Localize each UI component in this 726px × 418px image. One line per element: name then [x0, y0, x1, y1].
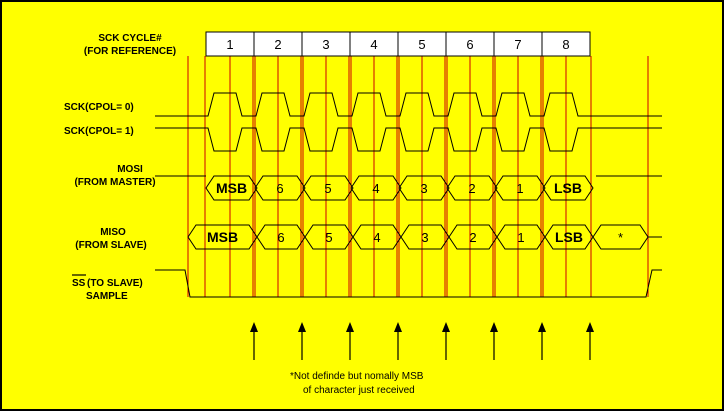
- sample-arrows: [250, 322, 594, 360]
- sck-cpol0-label: SCK(CPOL= 0): [64, 102, 134, 113]
- cycle-number: 4: [370, 37, 377, 52]
- sck-cpol1-label: SCK(CPOL= 1): [64, 126, 134, 137]
- sample-arrow-head: [346, 322, 354, 332]
- sample-arrow-head: [442, 322, 450, 332]
- mosi-bit-cell: [446, 175, 498, 201]
- miso-bit-cell-label: 6: [277, 230, 284, 245]
- mosi-bit-cell: [398, 175, 450, 201]
- cycle-number: 7: [514, 37, 521, 52]
- cycle-number-table: 1 2 3 4 5 6 7 8: [205, 31, 591, 57]
- sample-arrow-head: [250, 322, 258, 332]
- to-slave-label: (TO SLAVE): [87, 278, 143, 289]
- sample-arrow-head: [298, 322, 306, 332]
- from-master-label: (FROM MASTER): [74, 177, 155, 188]
- sck-cpol1-wave: [155, 127, 662, 152]
- mosi-bit-cell: [302, 175, 354, 201]
- miso-bus: MSB 6 5 4 3 2 1 LSB *: [187, 224, 662, 250]
- mosi-bit-cell: [205, 175, 258, 201]
- mosi-bit-cell: [254, 175, 306, 201]
- miso-bit-cell-label: 2: [469, 230, 476, 245]
- miso-bit-cell-label: 3: [421, 230, 428, 245]
- note-line-2: of character just received: [303, 385, 415, 396]
- note-line-1: *Not definde but nomally MSB: [290, 371, 424, 382]
- sck-cpol0-wave: [155, 92, 662, 117]
- miso-bit-cell-label: 4: [373, 230, 380, 245]
- sck-waveforms: [155, 92, 662, 152]
- miso-bit-cell-label: 5: [325, 230, 332, 245]
- cycle-number: 2: [274, 37, 281, 52]
- sample-arrow-head: [490, 322, 498, 332]
- mosi-bit-cell-label: 2: [468, 181, 475, 196]
- sample-arrow-head: [538, 322, 546, 332]
- mosi-bit-cell: [494, 175, 546, 201]
- cycle-number: 8: [562, 37, 569, 52]
- sck-cycle-label: SCK CYCLE#: [98, 33, 162, 44]
- for-reference-label: (FOR REFERENCE): [84, 46, 176, 57]
- miso-label: MISO: [100, 227, 126, 238]
- mosi-bit-cell: [350, 175, 402, 201]
- ss-wave-line: [155, 269, 662, 298]
- mosi-bit-cell-label: 1: [516, 181, 523, 196]
- miso-bit-cell-label: LSB: [555, 229, 583, 245]
- mosi-bus: MSB 6 5 4 3 2 1 LSB: [155, 175, 662, 201]
- mosi-bit-cell-label: 6: [276, 181, 283, 196]
- mosi-bit-cell-label: 5: [324, 181, 331, 196]
- sample-arrow-head: [394, 322, 402, 332]
- mosi-bit-cell: [542, 175, 594, 201]
- ss-bar-label: SS: [72, 278, 86, 289]
- mosi-label: MOSI: [117, 164, 143, 175]
- cycle-number: 5: [418, 37, 425, 52]
- sample-label: SAMPLE: [86, 291, 128, 302]
- miso-bit-cell-label: MSB: [207, 229, 238, 245]
- sample-arrow-head: [586, 322, 594, 332]
- mosi-bit-cell-label: 3: [420, 181, 427, 196]
- cycle-number: 1: [226, 37, 233, 52]
- cycle-number: 3: [322, 37, 329, 52]
- miso-bit-cell-label: 1: [517, 230, 524, 245]
- cycle-number: 6: [466, 37, 473, 52]
- miso-bit-cell-label: *: [618, 230, 623, 245]
- mosi-bit-cell-label: LSB: [554, 180, 582, 196]
- mosi-bit-cell-label: 4: [372, 181, 379, 196]
- miso-bit-cell: [592, 224, 649, 250]
- ss-waveform: [155, 269, 662, 298]
- mosi-bit-cell-label: MSB: [216, 180, 247, 196]
- from-slave-label: (FROM SLAVE): [75, 240, 146, 251]
